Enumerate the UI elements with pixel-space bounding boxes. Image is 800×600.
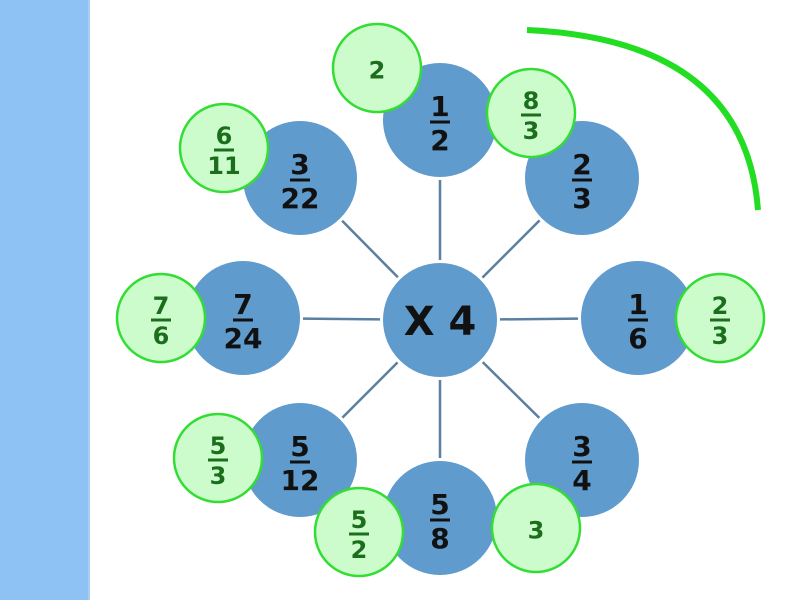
answer-numerator: 7: [153, 292, 170, 320]
answer-denominator: 11: [207, 152, 240, 180]
answer-denominator: 2: [351, 536, 368, 564]
sidebar-stripe: [0, 0, 90, 600]
spoke-line: [302, 317, 381, 321]
outer-denominator: 12: [281, 464, 320, 497]
outer-numerator: 1: [628, 288, 647, 321]
outer-circle-label: 512: [281, 430, 320, 497]
center-circle: X 4: [383, 263, 497, 377]
outer-denominator: 24: [224, 322, 263, 355]
answer-circle[interactable]: 3: [490, 482, 582, 574]
spoke-line: [481, 219, 541, 279]
answer-circle[interactable]: 611: [178, 102, 270, 194]
outer-circle-label: 322: [281, 148, 320, 215]
outer-numerator: 5: [290, 430, 309, 463]
answer-denominator: 3: [712, 322, 729, 350]
answer-circle[interactable]: 76: [115, 272, 207, 364]
answer-denominator: 3: [523, 117, 540, 145]
answer-value: 3: [528, 517, 545, 545]
outer-numerator: 2: [572, 148, 591, 181]
outer-denominator: 6: [628, 322, 647, 355]
green-arc: [526, 27, 761, 211]
answer-circle[interactable]: 53: [172, 412, 264, 504]
outer-circle-label: 34: [572, 430, 592, 497]
outer-circle: [383, 461, 497, 575]
answer-numerator: 5: [210, 432, 227, 460]
answer-numerator: 2: [712, 292, 729, 320]
outer-denominator: 8: [430, 522, 449, 555]
outer-circle: [243, 403, 357, 517]
outer-numerator: 1: [430, 90, 449, 123]
center-label: X 4: [404, 299, 477, 345]
outer-circle-label: 724: [224, 288, 263, 355]
answer-numerator: 6: [216, 122, 233, 150]
outer-denominator: 4: [572, 464, 591, 497]
outer-circle: [581, 261, 695, 375]
outer-numerator: 3: [572, 430, 591, 463]
answer-value: 2: [369, 57, 386, 85]
outer-circle-label: 16: [628, 288, 648, 355]
spoke-line: [341, 361, 399, 419]
answer-numerator: 5: [351, 506, 368, 534]
spoke-line: [341, 219, 399, 279]
outer-circle-label: 23: [572, 148, 592, 215]
outer-circle-label: 58: [430, 488, 450, 555]
outer-denominator: 22: [281, 182, 320, 215]
outer-circle-label: 12: [430, 90, 450, 157]
answer-circle[interactable]: 2: [331, 22, 423, 114]
outer-denominator: 3: [572, 182, 591, 215]
answer-circle[interactable]: 23: [674, 272, 766, 364]
answer-denominator: 3: [210, 462, 227, 490]
spoke-line: [499, 317, 579, 321]
spoke-line: [481, 361, 541, 419]
outer-circle: [186, 261, 300, 375]
outer-denominator: 2: [430, 124, 449, 157]
outer-numerator: 3: [290, 148, 309, 181]
outer-numerator: 7: [233, 288, 252, 321]
answer-circle[interactable]: 52: [313, 486, 405, 578]
outer-numerator: 5: [430, 488, 449, 521]
answer-circle[interactable]: 83: [485, 67, 577, 159]
answer-numerator: 8: [523, 87, 540, 115]
outer-circle: [243, 121, 357, 235]
answer-denominator: 6: [153, 322, 170, 350]
